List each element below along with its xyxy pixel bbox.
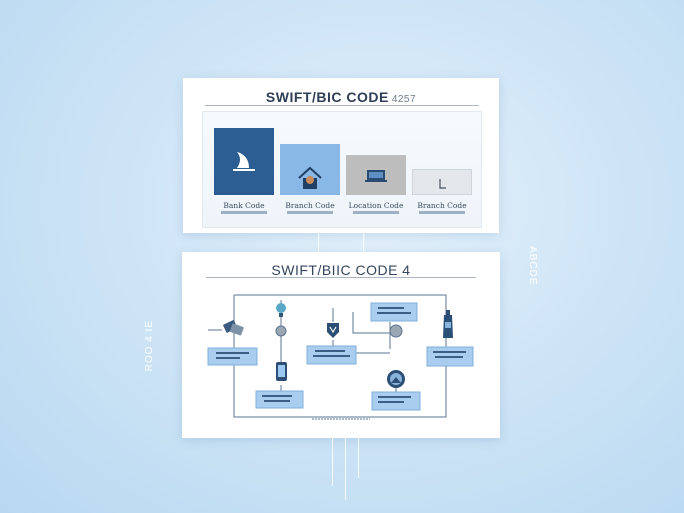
sail-icon: [231, 150, 257, 179]
flow-node[interactable]: [306, 345, 357, 365]
column-label-branch: Branch Code: [285, 201, 335, 210]
lightbulb-icon: [276, 303, 286, 317]
routing-flow-card: SWIFT/BIIC CODE 4: [182, 252, 500, 438]
column-label-location: Location Code: [348, 201, 404, 210]
column-label-bank: Bank Code: [223, 201, 265, 210]
column-label-branch-2: Branch Code: [417, 201, 467, 210]
flow-node[interactable]: [255, 390, 304, 409]
flow-diagram: [207, 294, 474, 420]
card-title-bottom: SWIFT/BIIC CODE 4: [271, 262, 411, 278]
connector-line: [358, 438, 359, 478]
title-underline: [205, 105, 479, 106]
bank-code-tile[interactable]: [214, 128, 274, 195]
card-title-suffix: 4257: [391, 94, 417, 105]
card-title-text: SWIFT/BIC CODE: [265, 89, 389, 105]
connector-line: [345, 438, 346, 500]
flow-node[interactable]: [426, 346, 474, 367]
avatar-icon: [387, 370, 405, 388]
title-underline: [206, 277, 476, 278]
branch-code-tile[interactable]: [280, 144, 340, 195]
phone-icon: [276, 362, 287, 381]
connector-line: [363, 233, 364, 252]
connector-line: [332, 438, 333, 486]
side-label-right: ABCDE: [527, 246, 538, 286]
shield-icon: [327, 323, 339, 338]
branch-code-tile-light[interactable]: [412, 169, 472, 195]
column-sublabel: [270, 211, 350, 214]
l-icon: [439, 176, 447, 194]
column-sublabel: [402, 211, 482, 214]
card-stack-icon: [223, 320, 244, 336]
column-sublabel: [204, 211, 284, 214]
laptop-icon: [364, 169, 388, 188]
bottle-icon: [443, 310, 453, 338]
house-icon: [296, 165, 324, 198]
flow-node[interactable]: [371, 391, 421, 411]
flow-node[interactable]: [370, 302, 418, 322]
column-sublabel: [336, 211, 416, 214]
junction-node: [389, 324, 403, 338]
connector-line: [318, 233, 319, 252]
junction-node: [275, 325, 287, 337]
side-label-left: ROO 4 IE: [144, 320, 155, 372]
flow-node[interactable]: [207, 347, 258, 366]
location-code-tile[interactable]: [346, 155, 406, 195]
